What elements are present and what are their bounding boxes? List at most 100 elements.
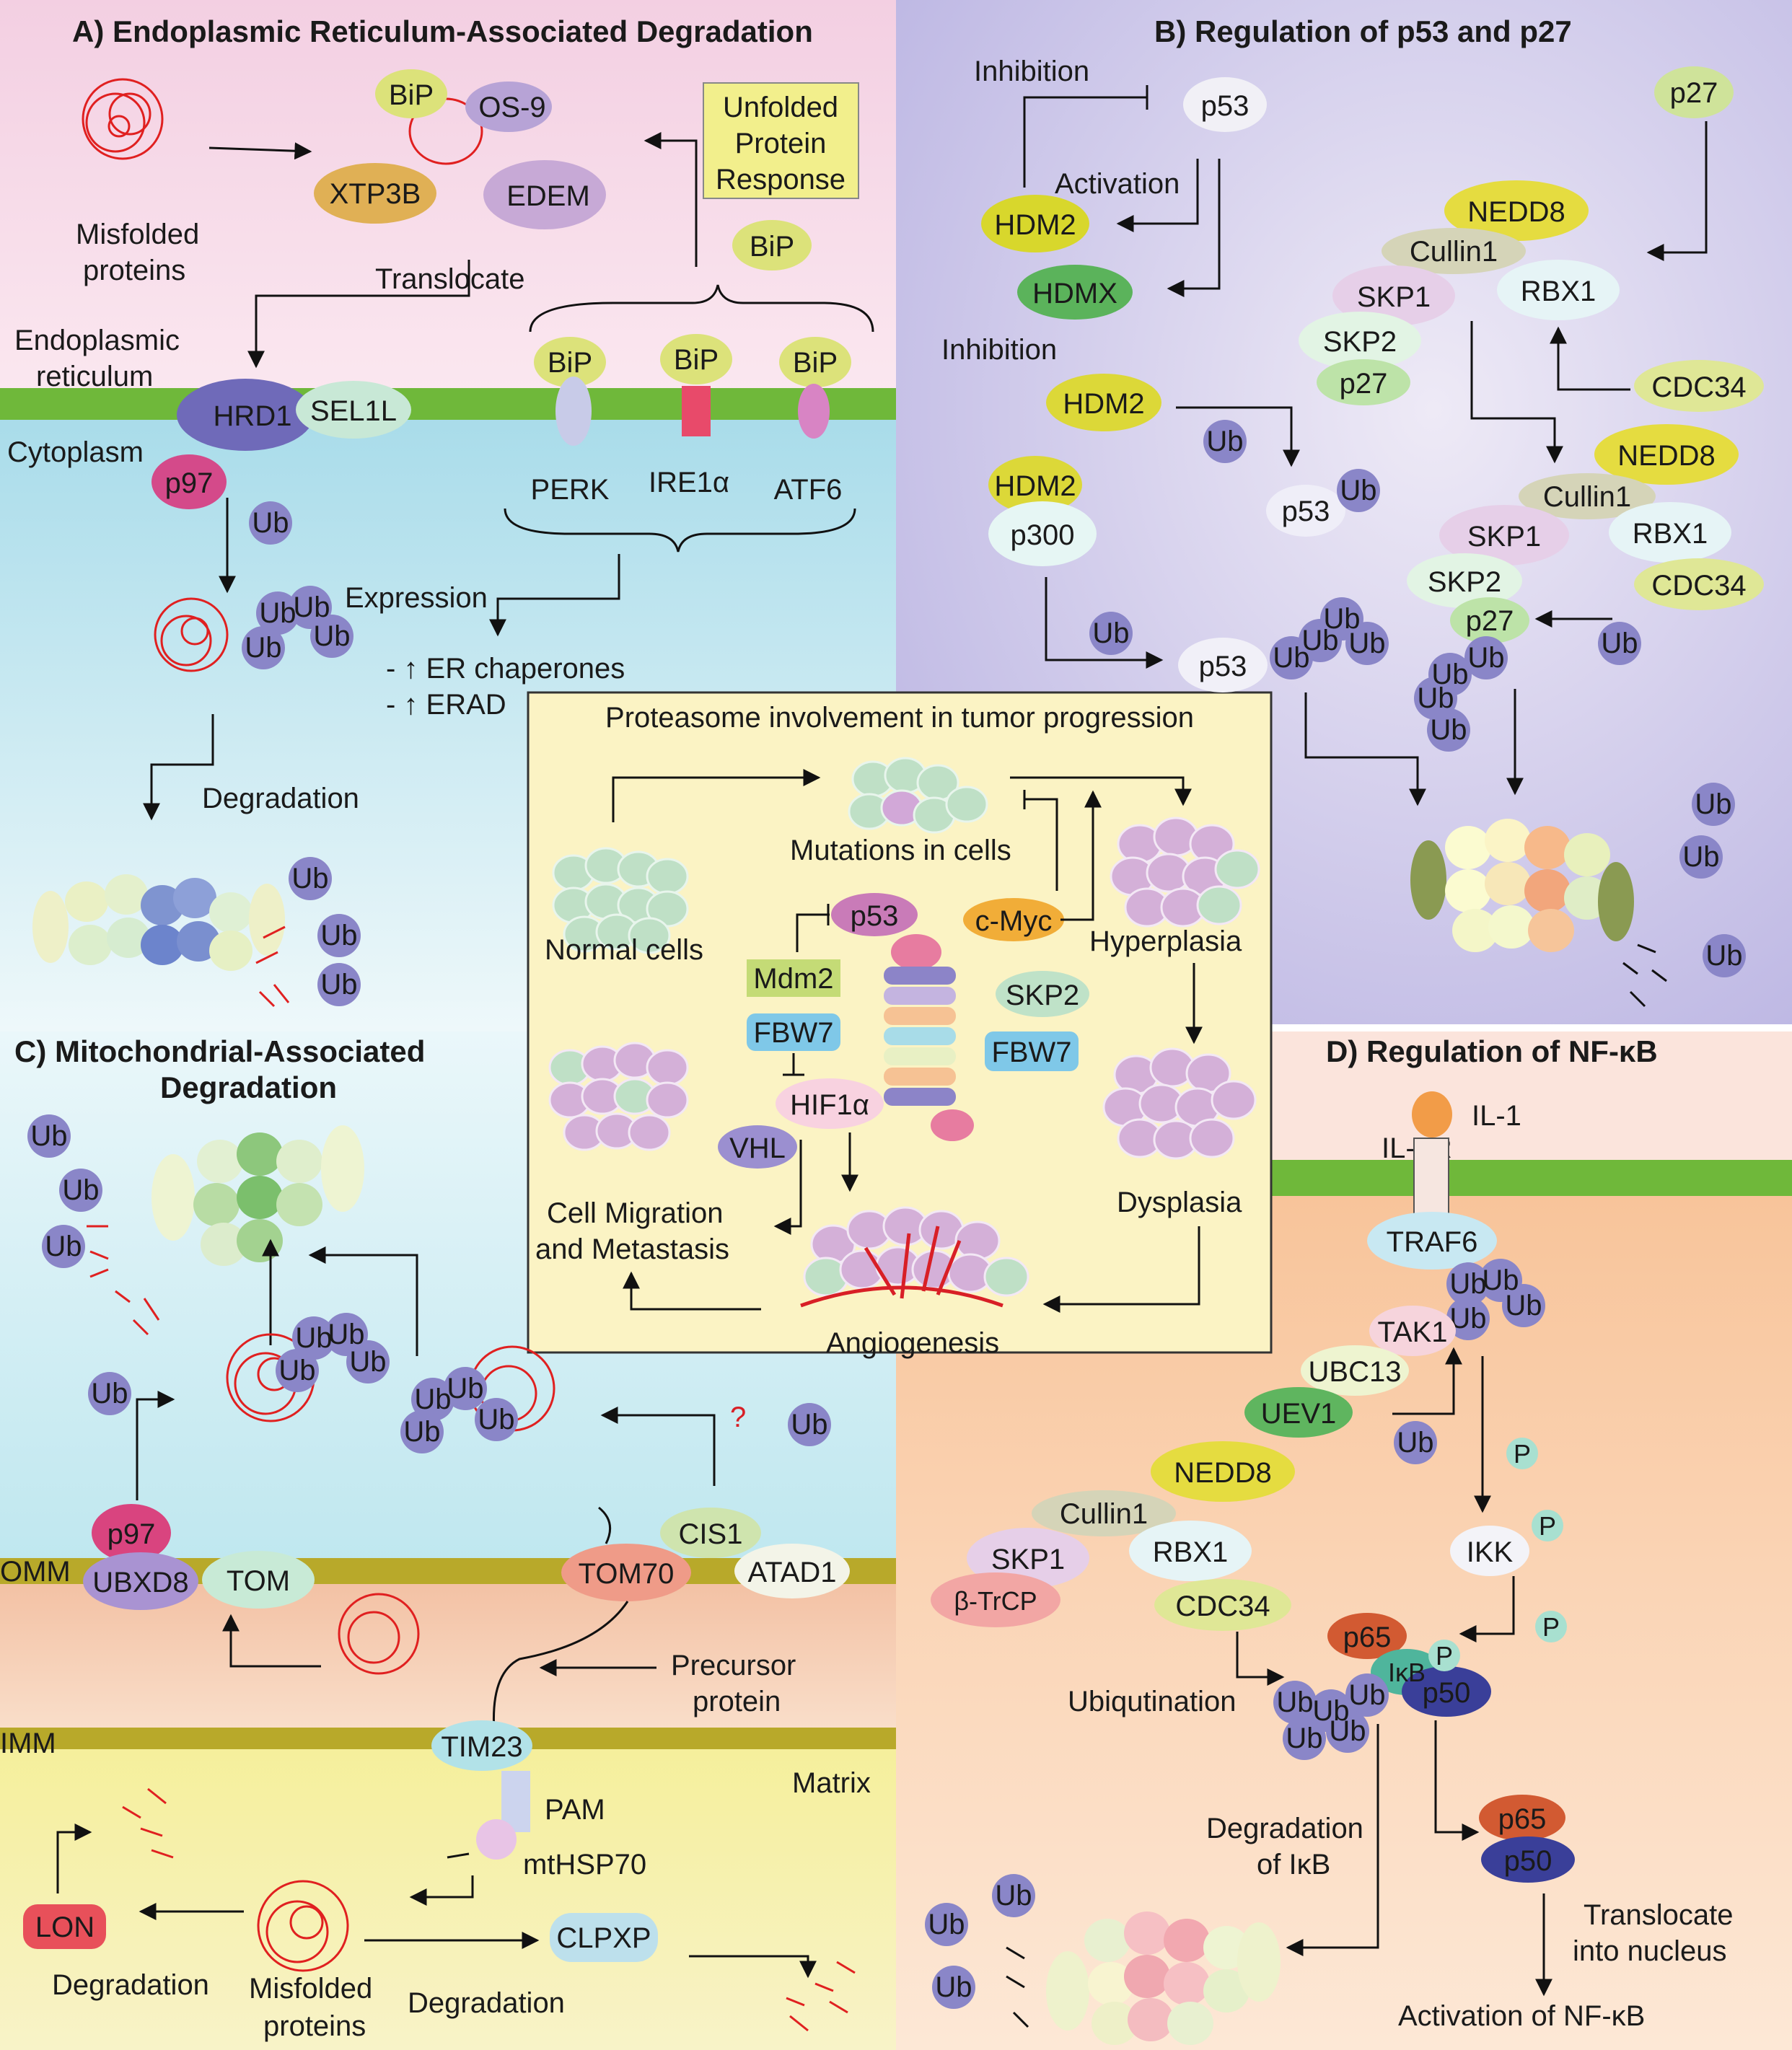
ub-a-2: Ub bbox=[259, 597, 296, 629]
mthsp70-label: mtHSP70 bbox=[523, 1849, 646, 1880]
ub-d-5: Ub bbox=[1397, 1427, 1433, 1459]
normal-cells-label: Normal cells bbox=[545, 934, 703, 966]
precursor-chain bbox=[492, 1506, 629, 1732]
skp2-center-label: SKP2 bbox=[1006, 980, 1079, 1011]
ub-b-15: Ub bbox=[1705, 940, 1742, 972]
center-cell-clusters bbox=[548, 1042, 689, 1151]
rbx1-b-1 bbox=[1497, 260, 1620, 320]
cdc34-d-label: CDC34 bbox=[1175, 1591, 1270, 1622]
p53-b-2-label: p53 bbox=[1282, 496, 1330, 527]
lon-label: LON bbox=[35, 1912, 95, 1943]
ub-b-2: Ub bbox=[1340, 475, 1376, 506]
migration-label-2: and Metastasis bbox=[535, 1233, 729, 1265]
ub-c-5: Ub bbox=[328, 1319, 364, 1350]
ub-a-6: Ub bbox=[291, 863, 328, 894]
cis1-label: CIS1 bbox=[679, 1518, 743, 1550]
fragments-c-2 bbox=[122, 1787, 856, 2032]
ub-d-2: Ub bbox=[1482, 1264, 1519, 1296]
proteasome-d bbox=[1046, 1912, 1281, 2045]
sel1l bbox=[296, 381, 411, 439]
il1r bbox=[1413, 1138, 1449, 1218]
fbw7-center-right-label: FBW7 bbox=[991, 1037, 1071, 1068]
hyperplasia-label: Hyperplasia bbox=[1089, 925, 1242, 957]
ubxd8-label: UBXD8 bbox=[92, 1567, 188, 1598]
ub-c-8: Ub bbox=[414, 1383, 451, 1415]
tom70 bbox=[561, 1544, 691, 1601]
nedd8-b-2-label: NEDD8 bbox=[1617, 440, 1716, 472]
tom70-label: TOM70 bbox=[579, 1558, 675, 1590]
bip-perk: BiP bbox=[548, 347, 592, 379]
cullin1-b-2-label: Cullin1 bbox=[1543, 481, 1631, 513]
cytoplasm-label: Cytoplasm bbox=[7, 436, 144, 468]
skp2-b-2 bbox=[1407, 553, 1522, 608]
misfolded-label-2: proteins bbox=[83, 255, 185, 286]
activation-label: Activation bbox=[1055, 168, 1180, 200]
p53-b-1 bbox=[1183, 77, 1267, 132]
upr-label-1: Unfolded bbox=[723, 92, 838, 123]
ub-b-9: Ub bbox=[1467, 642, 1504, 674]
il1 bbox=[1412, 1091, 1452, 1138]
skp1-b-2-label: SKP1 bbox=[1467, 521, 1541, 553]
hdmx bbox=[1017, 265, 1133, 320]
p300 bbox=[988, 501, 1097, 566]
degradation-a-label: Degradation bbox=[202, 783, 359, 814]
ub-cluster-b-2 bbox=[1414, 636, 1508, 752]
p53-b-2 bbox=[1266, 485, 1345, 537]
expression-label: Expression bbox=[345, 582, 488, 614]
ub-c-11: Ub bbox=[478, 1404, 514, 1435]
translocate-d-label-2: into nucleus bbox=[1573, 1935, 1726, 1967]
misfolded-c-label-1: Misfolded bbox=[249, 1973, 372, 2005]
nfkb-activation-label: Activation of NF-κB bbox=[1398, 2000, 1645, 2032]
misfolded-protein-blob bbox=[82, 78, 164, 160]
p27-b-2 bbox=[1317, 359, 1410, 405]
skp2-b-1 bbox=[1299, 312, 1421, 369]
ub-b-11: Ub bbox=[1417, 682, 1454, 714]
p97-a bbox=[151, 454, 227, 509]
skp1-b-2 bbox=[1439, 505, 1569, 566]
ub-b-3: Ub bbox=[1092, 617, 1129, 649]
cis1 bbox=[660, 1508, 761, 1558]
ub-c-4: Ub bbox=[295, 1322, 332, 1354]
tim23 bbox=[431, 1720, 532, 1771]
ub-d-11: Ub bbox=[928, 1909, 965, 1940]
bip-label-2: BiP bbox=[750, 231, 794, 263]
p65-d-1-label: p65 bbox=[1343, 1622, 1392, 1653]
clpxp bbox=[550, 1913, 658, 1962]
rbx1-d-label: RBX1 bbox=[1153, 1536, 1229, 1568]
p97-c-label: p97 bbox=[107, 1518, 156, 1550]
pam-label: PAM bbox=[545, 1794, 605, 1826]
ub-c-13: Ub bbox=[791, 1409, 827, 1440]
ub-d-4: Ub bbox=[1449, 1303, 1486, 1334]
panel-c-title-2: Degradation bbox=[160, 1070, 337, 1104]
hif1a-center bbox=[776, 1078, 884, 1129]
tim23-label: TIM23 bbox=[441, 1731, 522, 1763]
mdm2-center bbox=[747, 959, 840, 997]
hrd1 bbox=[177, 379, 314, 451]
mthsp70 bbox=[476, 1819, 517, 1860]
upr-sensors: BiP BiP BiP bbox=[534, 334, 851, 446]
degradation-c-label-2: Degradation bbox=[408, 1987, 565, 2019]
p53-center-label: p53 bbox=[851, 900, 899, 932]
clpxp-label: CLPXP bbox=[556, 1922, 651, 1954]
ub-d-3: Ub bbox=[1505, 1290, 1542, 1321]
ire1a-label: IRE1α bbox=[649, 467, 729, 498]
nedd8-d-label: NEDD8 bbox=[1174, 1457, 1272, 1489]
bip-atf6: BiP bbox=[793, 347, 838, 379]
hdm2-b-3-label: HDM2 bbox=[994, 470, 1076, 502]
fbw7-center-left-label: FBW7 bbox=[753, 1017, 833, 1049]
deg-ikb-label-2: of IκB bbox=[1257, 1849, 1330, 1880]
tom-label: TOM bbox=[227, 1565, 290, 1597]
ikk-label: IKK bbox=[1467, 1536, 1514, 1568]
upr-label-3: Response bbox=[716, 164, 846, 195]
ub-group-a bbox=[154, 498, 353, 672]
question-mark: ? bbox=[730, 1402, 746, 1433]
skp1-d-label: SKP1 bbox=[991, 1544, 1065, 1575]
p97-c bbox=[92, 1504, 171, 1562]
perk-label: PERK bbox=[531, 474, 610, 506]
bip-ire1: BiP bbox=[674, 344, 719, 376]
rbx1-d bbox=[1129, 1521, 1252, 1581]
p27-b-1-label: p27 bbox=[1670, 77, 1718, 109]
rbx1-b-1-label: RBX1 bbox=[1521, 276, 1596, 307]
